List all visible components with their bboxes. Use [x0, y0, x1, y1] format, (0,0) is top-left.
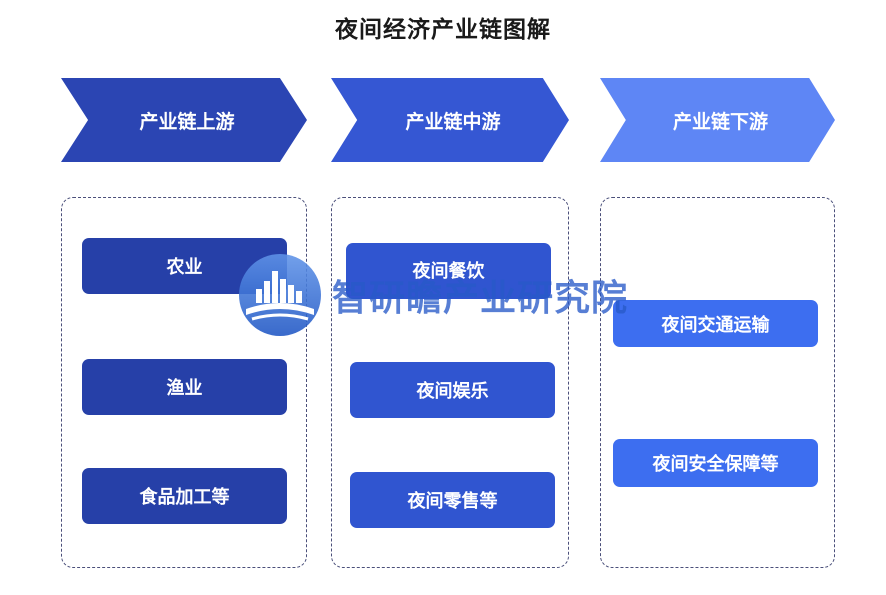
stage-midstream: 产业链中游 [331, 78, 569, 162]
downstream-item-security: 夜间安全保障等 [613, 439, 818, 487]
stage-upstream: 产业链上游 [61, 78, 307, 162]
midstream-item-catering: 夜间餐饮 [346, 243, 551, 299]
midstream-item-entertainment: 夜间娱乐 [350, 362, 555, 418]
page-title: 夜间经济产业链图解 [335, 17, 551, 43]
stage-downstream-label: 产业链下游 [672, 110, 768, 133]
upstream-item-fishery: 渔业 [82, 359, 287, 415]
upstream-item-agriculture: 农业 [82, 238, 287, 294]
upstream-item-food-processing: 食品加工等 [82, 468, 287, 524]
midstream-item-retail: 夜间零售等 [350, 472, 555, 528]
downstream-panel [600, 197, 835, 568]
upstream-panel [61, 197, 307, 568]
stage-downstream: 产业链下游 [600, 78, 835, 162]
midstream-panel [331, 197, 569, 568]
downstream-item-transport: 夜间交通运输 [613, 300, 818, 347]
stage-midstream-label: 产业链中游 [405, 110, 501, 133]
stage-upstream-label: 产业链上游 [139, 110, 235, 133]
